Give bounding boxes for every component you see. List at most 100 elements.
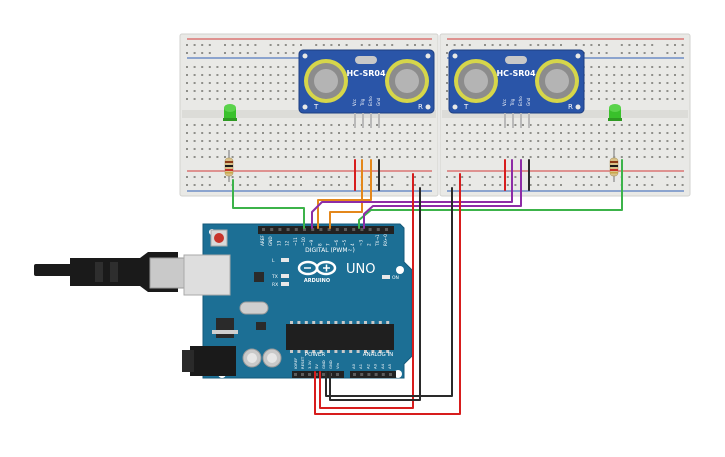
rail-hole [224,184,226,186]
ultrasonic-sensor-left[interactable]: HC-SR04 T R Vcc Trig Echo Gnd [298,49,435,128]
breadboard-hole [269,98,272,100]
breadboard-hole [231,156,234,158]
breadboard-hole [262,66,264,68]
wire-orange-echo[interactable] [329,159,363,229]
breadboard-hole [582,140,585,142]
breadboard-hole [628,156,631,158]
breadboard-hole [468,132,471,134]
atmega-chip [286,321,394,353]
wire-red-5v-right[interactable] [314,173,461,415]
breadboard-hole [628,66,631,68]
breadboard-hole [239,90,242,92]
wire-black-gnd[interactable] [329,187,421,401]
rail-hole [590,184,593,186]
breadboard-left-holes [186,44,432,186]
chip-leg [297,350,301,353]
wire-purple-echo[interactable] [363,159,522,229]
breadboard-hole [613,74,616,76]
breadboard-hole [560,148,562,150]
led-left[interactable] [223,104,237,121]
breadboard-hole [605,82,608,84]
breadboard-hole [605,156,608,158]
led-right[interactable] [608,104,622,121]
breadboard-hole [398,148,401,150]
breadboard-hole [246,98,249,100]
rail-hole [208,176,211,178]
header-hole [286,228,290,231]
breadboard-hole [429,132,432,134]
breadboard-hole [216,140,219,142]
rail-hole [368,176,371,178]
pin-label-gnd: Gnd [526,97,531,106]
reset-button[interactable] [210,229,228,247]
wire-red-5v[interactable] [319,173,414,409]
breadboard-hole [651,132,654,134]
breadboard-hole [315,148,318,150]
breadboard-hole [224,66,226,68]
breadboard-hole [514,156,517,158]
breadboard-hole [376,140,378,142]
breadboard-hole [239,156,242,158]
rail-hole [514,184,517,186]
breadboard-hole [522,124,524,126]
rail-hole [208,52,211,54]
rail-hole [446,52,448,54]
rail-hole [254,176,257,178]
breadboard-hole [598,82,600,84]
rail-hole [186,176,188,178]
rail-hole [552,184,555,186]
breadboard-hole [208,90,211,92]
breadboard-hole [322,156,325,158]
ultrasonic-sensor-right[interactable]: HC-SR04 T R Vcc Trig Echo Gnd [448,49,585,128]
breadboard-hole [582,124,585,126]
rail-hole [544,176,547,178]
resistor-right[interactable] [609,150,619,182]
breadboard-hole [636,74,638,76]
rail-hole [315,44,318,46]
wire-black-gnd-right[interactable] [325,187,453,397]
breadboard-hole [277,140,280,142]
breadboard-hole [186,132,188,134]
breadboard-hole [575,148,578,150]
rail-hole [560,176,562,178]
breadboard-hole [186,124,188,126]
rail-hole [537,44,540,46]
breadboard-hole [552,124,555,126]
analog-pin-label: A5 [387,363,392,369]
rail-hole [453,176,456,178]
breadboard-hole [262,124,264,126]
wire-green-left-led[interactable] [232,179,305,229]
chip-leg [334,321,338,324]
wire-green-right-led[interactable] [358,159,623,229]
breadboard-hole [544,148,547,150]
breadboard-hole [216,90,219,92]
chip-leg [341,350,345,353]
breadboard-hole [224,98,226,100]
breadboard-hole [193,124,196,126]
breadboard-hole [269,90,272,92]
rail-hole [666,176,669,178]
rail-hole [544,44,547,46]
power-pin-label: GND [328,360,333,369]
breadboard-hole [636,66,638,68]
breadboard-hole [383,124,386,126]
header-hole [335,228,339,231]
rail-hole [628,44,631,46]
breadboard-hole [560,124,562,126]
breadboard-hole [666,124,669,126]
wire-purple-trig[interactable] [311,159,513,229]
breadboard-hole [598,90,600,92]
breadboard-hole [613,124,616,126]
onboard-leds: L TX RX ON [271,258,399,288]
breadboard-hole [353,156,356,158]
breadboard-hole [224,74,226,76]
rail-hole [628,184,631,186]
breadboard-hole [345,148,348,150]
resistor-left[interactable] [224,150,234,182]
wire-orange-trig[interactable] [317,159,372,229]
rail-hole [552,44,555,46]
breadboard-hole [307,140,310,142]
